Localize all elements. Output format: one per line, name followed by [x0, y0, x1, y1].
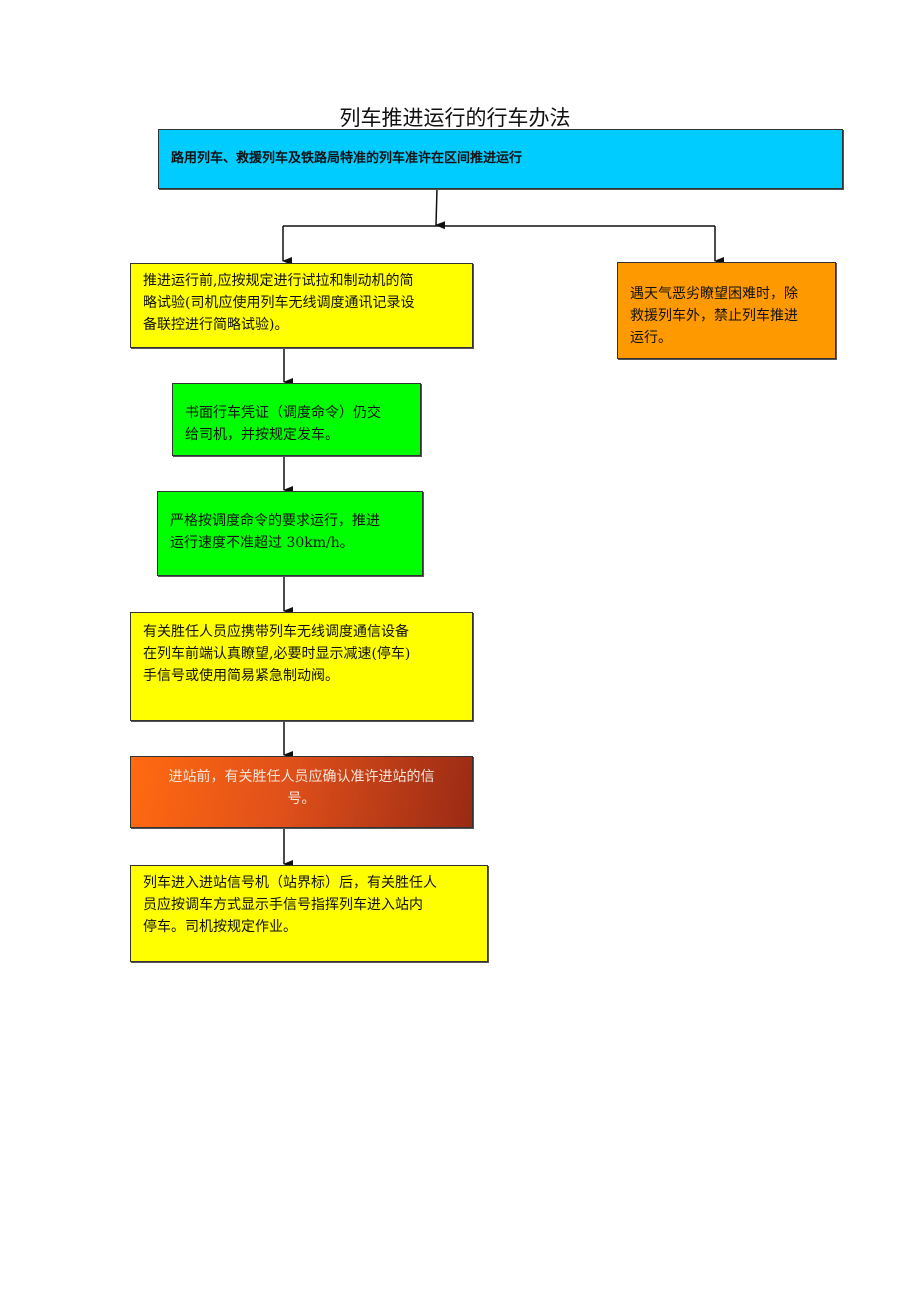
- step2-dispatch-order: 书面行车凭证（调度命令）仍交 给司机，并按规定发车。: [172, 383, 421, 456]
- box-text: 救援列车外，禁止列车推进: [630, 308, 798, 324]
- box-text: 运行速度不准超过 30km/h。: [170, 535, 354, 551]
- step1-trial-brake-test: 推进运行前,应按规定进行试拉和制动机的简 略试验(司机应使用列车无线调度通讯记录…: [130, 263, 473, 348]
- box-text: 进站前，有关胜任人员应确认准许进站的信: [168, 769, 435, 785]
- page-title: 列车推进运行的行车办法: [339, 106, 571, 130]
- box-text: 路用列车、救援列车及铁路局特准的列车准许在区间推进运行: [171, 151, 523, 166]
- box-text: 在列车前端认真瞭望,必要时显示减速(停车): [143, 646, 411, 662]
- step3-speed-limit: 严格按调度命令的要求运行，推进 运行速度不准超过 30km/h。: [157, 491, 423, 576]
- box-text: 停车。司机按规定作业。: [143, 919, 297, 935]
- box-text: 给司机，并按规定发车。: [185, 427, 339, 443]
- box-text: 有关胜任人员应携带列车无线调度通信设备: [143, 624, 409, 640]
- box-text: 运行。: [630, 330, 672, 346]
- step5-confirm-signal: 进站前，有关胜任人员应确认准许进站的信 号。: [130, 756, 473, 828]
- box-text: 员应按调车方式显示手信号指挥列车进入站内: [143, 897, 423, 913]
- weather-prohibition-box: 遇天气恶劣瞭望困难时，除 救援列车外，禁止列车推进 运行。: [617, 262, 836, 359]
- box-text: 备联控进行简略试验)。: [143, 317, 289, 333]
- step6-enter-station: 列车进入进站信号机（站界标）后，有关胜任人 员应按调车方式显示手信号指挥列车进入…: [130, 865, 488, 962]
- box-text: 推进运行前,应按规定进行试拉和制动机的简: [143, 273, 414, 289]
- box-text: 遇天气恶劣瞭望困难时，除: [630, 286, 798, 302]
- box-text: 略试验(司机应使用列车无线调度通讯记录设: [143, 295, 415, 311]
- top-box-push-operation-permitted: 路用列车、救援列车及铁路局特准的列车准许在区间推进运行: [158, 129, 843, 189]
- box-text: 列车进入进站信号机（站界标）后，有关胜任人: [143, 875, 437, 891]
- arrow-top-split: [435, 188, 446, 230]
- step4-lookout: 有关胜任人员应携带列车无线调度通信设备 在列车前端认真瞭望,必要时显示减速(停车…: [130, 612, 473, 721]
- box-text: 严格按调度命令的要求运行，推进: [170, 513, 380, 529]
- box-text: 号。: [287, 791, 316, 807]
- box-text: 书面行车凭证（调度命令）仍交: [185, 405, 381, 421]
- box-text: 手信号或使用简易紧急制动阀。: [143, 668, 339, 684]
